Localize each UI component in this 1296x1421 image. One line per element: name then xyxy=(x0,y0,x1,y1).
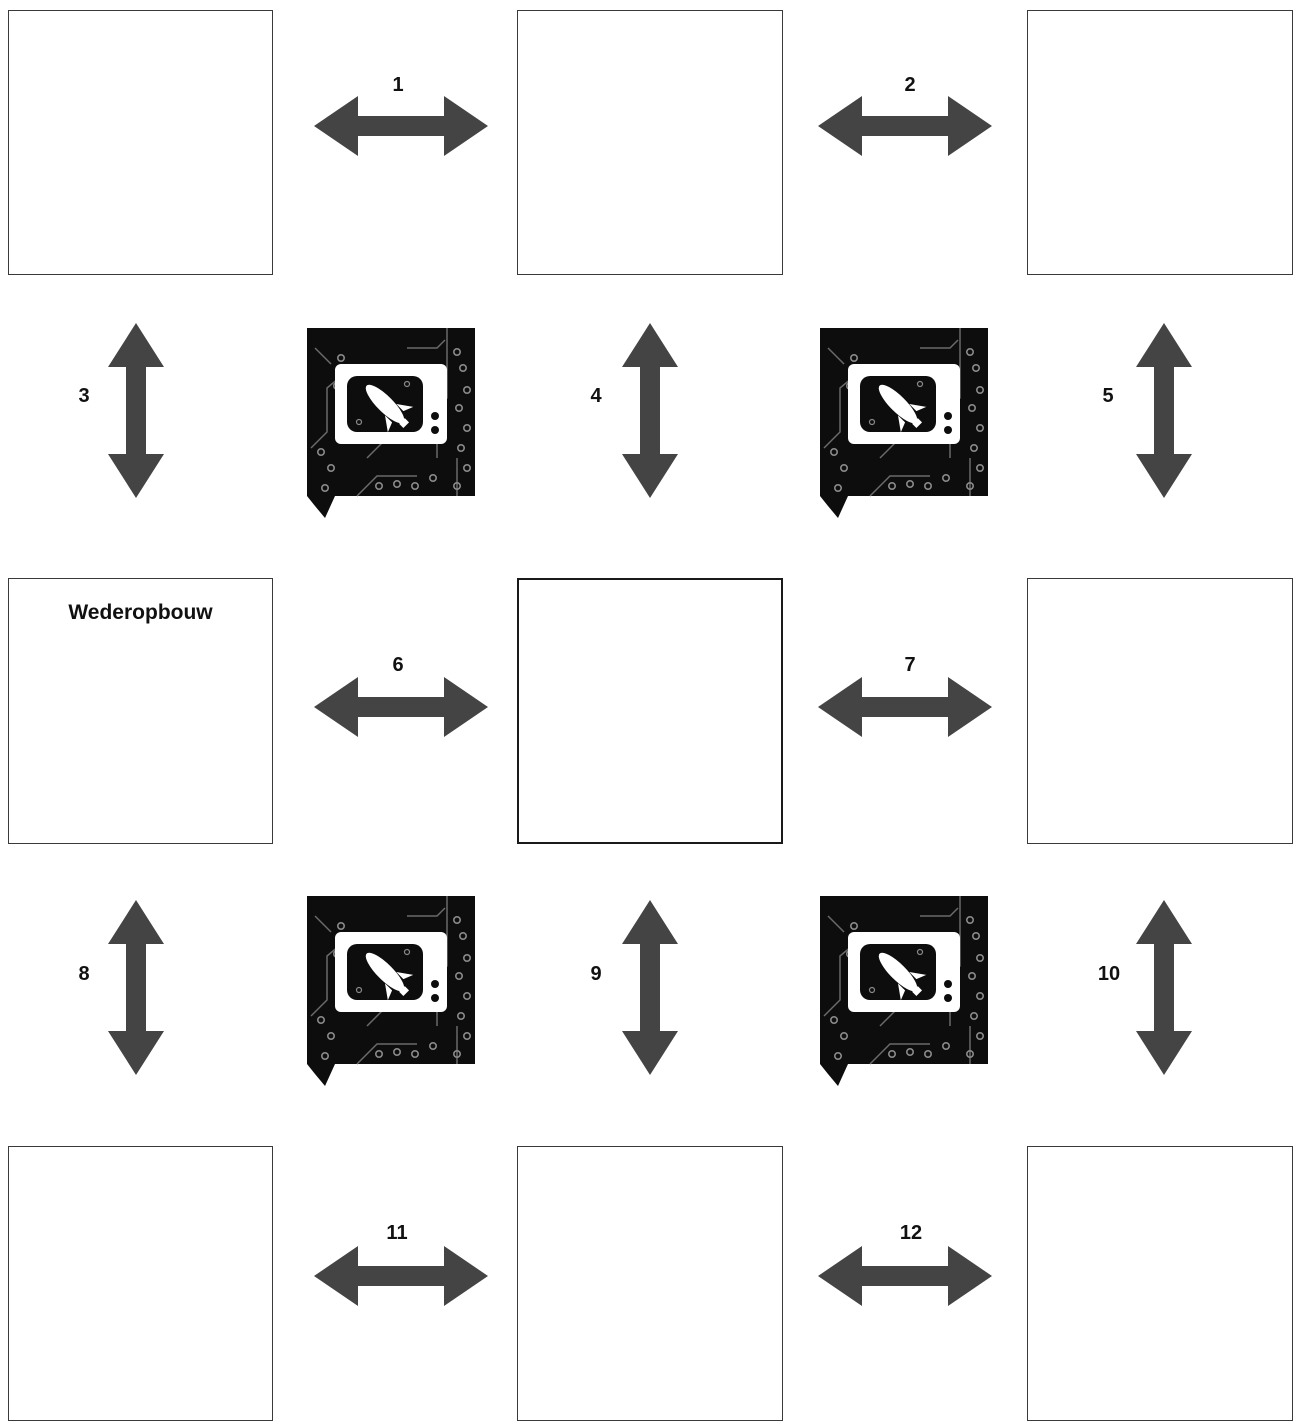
box-3 xyxy=(1027,10,1293,275)
connection-number: 4 xyxy=(590,385,602,407)
connection-number: 1 xyxy=(392,74,404,96)
tv-rocket-circuit-icon xyxy=(307,896,475,1091)
tv-rocket-circuit-icon xyxy=(307,328,475,523)
box-8 xyxy=(517,1146,783,1421)
double-arrow-horizontal-icon xyxy=(818,677,992,737)
box-9 xyxy=(1027,1146,1293,1421)
connection-number: 6 xyxy=(392,654,404,676)
double-arrow-horizontal-icon xyxy=(818,96,992,156)
box-5 xyxy=(517,578,783,844)
double-arrow-horizontal-icon xyxy=(314,96,488,156)
connection-number: 5 xyxy=(1102,385,1114,407)
box-4: Wederopbouw xyxy=(8,578,273,844)
box-1 xyxy=(8,10,273,275)
connection-number: 10 xyxy=(1097,963,1121,985)
connection-number: 3 xyxy=(78,385,90,407)
double-arrow-vertical-icon xyxy=(108,323,164,498)
connection-number: 11 xyxy=(386,1222,408,1244)
double-arrow-horizontal-icon xyxy=(818,1246,992,1306)
connection-number: 8 xyxy=(78,963,90,985)
box-6 xyxy=(1027,578,1293,844)
box-label: Wederopbouw xyxy=(68,601,213,624)
box-2 xyxy=(517,10,783,275)
double-arrow-horizontal-icon xyxy=(314,677,488,737)
double-arrow-vertical-icon xyxy=(622,900,678,1075)
tv-rocket-circuit-icon xyxy=(820,328,988,523)
connection-number: 2 xyxy=(904,74,916,96)
double-arrow-vertical-icon xyxy=(622,323,678,498)
double-arrow-vertical-icon xyxy=(1136,323,1192,498)
box-7 xyxy=(8,1146,273,1421)
connection-number: 9 xyxy=(590,963,602,985)
tv-rocket-circuit-icon xyxy=(820,896,988,1091)
connection-number: 12 xyxy=(899,1222,923,1244)
connection-number: 7 xyxy=(904,654,916,676)
double-arrow-vertical-icon xyxy=(1136,900,1192,1075)
double-arrow-vertical-icon xyxy=(108,900,164,1075)
double-arrow-horizontal-icon xyxy=(314,1246,488,1306)
